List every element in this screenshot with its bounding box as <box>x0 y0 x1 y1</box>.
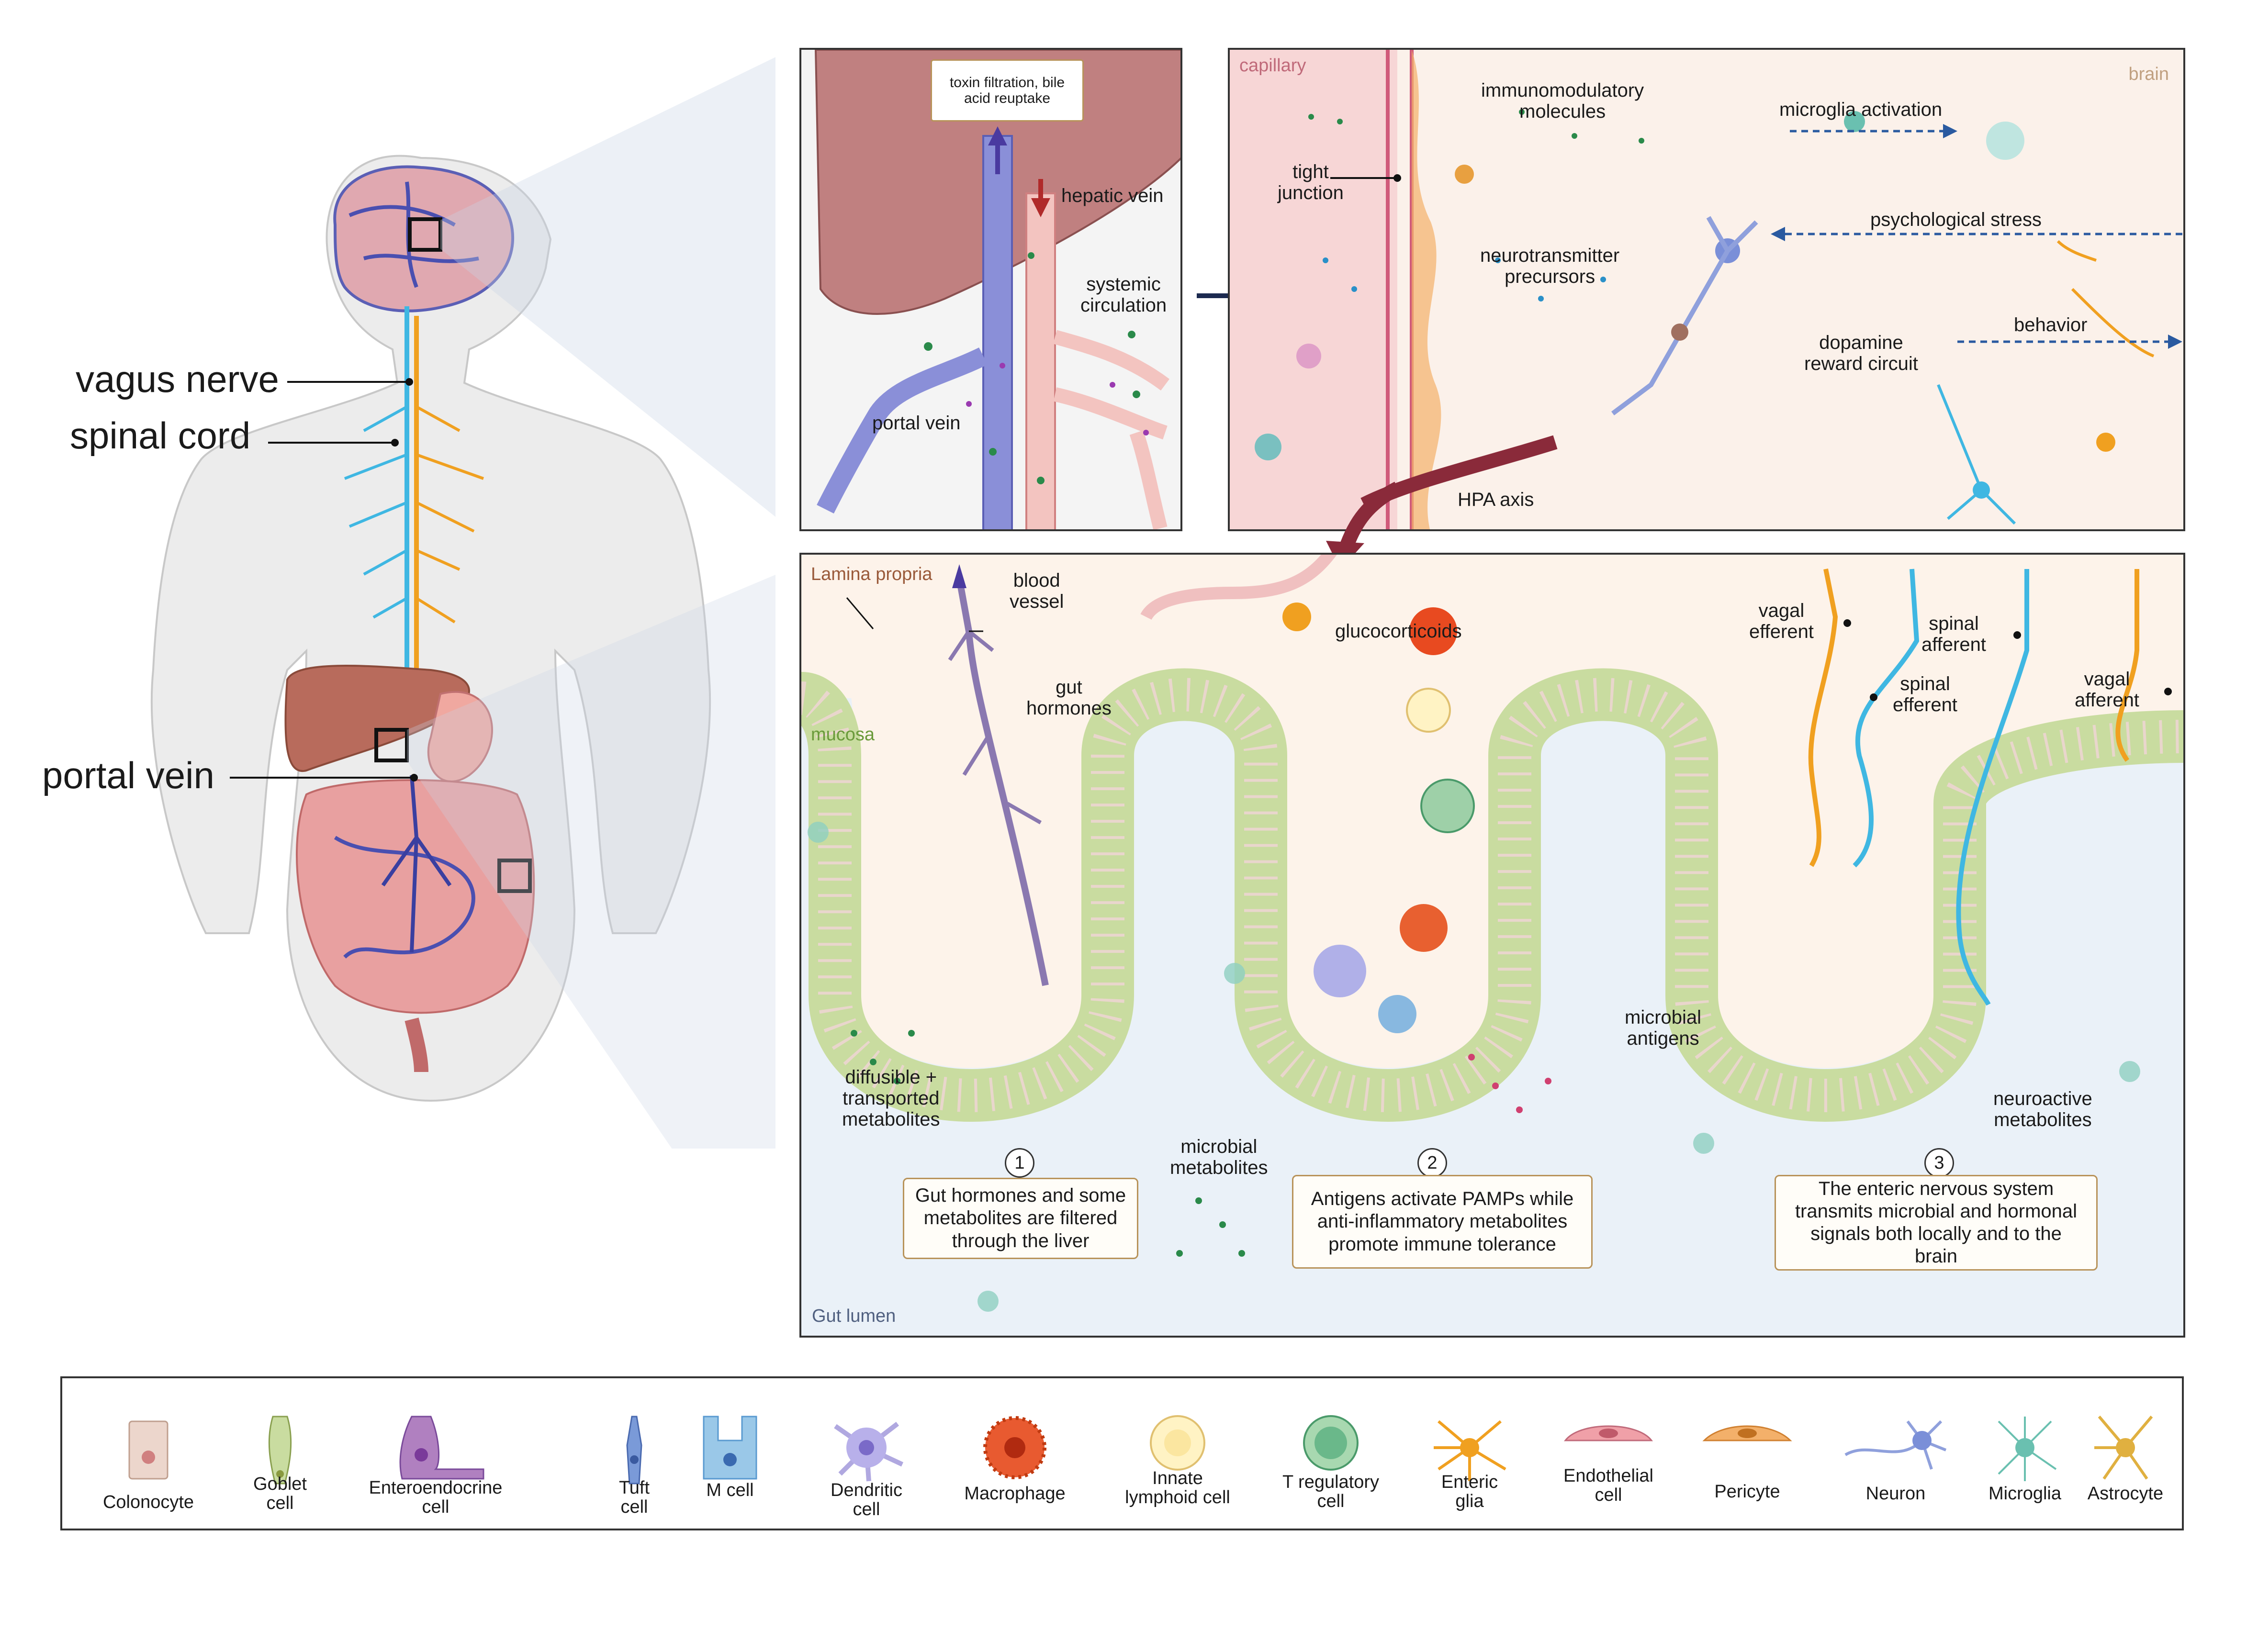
astrocyte-icon <box>2094 1416 2153 1480</box>
immunomodulatory-label: immunomodulatory molecules <box>1481 80 1644 122</box>
legend-label-enteroendocrine-cell: Enteroendocrine cell <box>369 1478 503 1517</box>
legend-label-enteric-glia: Enteric glia <box>1441 1472 1498 1511</box>
legend-item-dendritic-cell: Dendritic cell <box>814 1378 919 1529</box>
portal-vein-panel-label: portal vein <box>872 413 961 434</box>
legend-label-neuron: Neuron <box>1865 1484 1926 1504</box>
liver-vessels-illustration <box>814 50 1180 529</box>
legend-label-goblet-cell: Goblet cell <box>253 1474 307 1513</box>
microglia-icon <box>1998 1417 2057 1481</box>
vagus-nerve-label: vagus nerve <box>76 358 279 400</box>
legend-item-macrophage: Macrophage <box>962 1378 1067 1529</box>
vagal-afferent-label: vagal afferent <box>2075 669 2139 711</box>
endothelial-cell-icon <box>1563 1425 1653 1441</box>
legend-label-innate-lymphoid-cell: Innate lymphoid cell <box>1125 1468 1230 1507</box>
callout-number-2: 2 <box>1417 1148 1447 1178</box>
spinal-cord-label: spinal cord <box>70 414 251 457</box>
capillary-label: capillary <box>1239 56 1306 76</box>
lamina-propria-label: Lamina propria <box>811 564 933 584</box>
legend-label-m-cell: M cell <box>706 1480 754 1500</box>
portal-vein-body-label: portal vein <box>42 754 214 796</box>
callout-2-text: Antigens activate PAMPs while anti-infla… <box>1311 1188 1574 1255</box>
callout-3: The enteric nervous system transmits mic… <box>1775 1175 2098 1271</box>
diffusible-metabolites-label: diffusible + transported metabolites <box>842 1067 940 1130</box>
legend-item-microglia: Microglia <box>1977 1378 2073 1529</box>
macrophage-icon <box>983 1416 1046 1479</box>
neuroactive-metabolites-label: neuroactive metabolites <box>1993 1088 2092 1130</box>
legend-label-pericyte: Pericyte <box>1714 1482 1780 1502</box>
callout-2: Antigens activate PAMPs while anti-infla… <box>1292 1175 1593 1269</box>
microbial-antigens-label: microbial antigens <box>1625 1007 1702 1049</box>
t-regulatory-cell-icon <box>1303 1415 1359 1471</box>
gut-hormones-label: gut hormones <box>1026 677 1112 719</box>
legend-item-enteric-glia: Enteric glia <box>1422 1378 1517 1529</box>
legend-item-astrocyte: Astrocyte <box>2078 1378 2173 1529</box>
tight-junction-label: tight junction <box>1278 161 1344 203</box>
callout-number-1: 1 <box>1005 1148 1034 1178</box>
spinal-efferent-label: spinal efferent <box>1893 673 1957 715</box>
callout-1-text: Gut hormones and some metabolites are fi… <box>915 1185 1126 1251</box>
enteroendocrine-cell-icon <box>399 1416 484 1480</box>
pericyte-icon <box>1702 1425 1792 1441</box>
microglia-activation-label: microglia activation <box>1779 99 1943 120</box>
neuron-icon <box>1844 1420 1947 1470</box>
legend-item-endothelial-cell: Endothelial cell <box>1551 1378 1666 1529</box>
gut-epithelium-illustration <box>801 555 2183 1312</box>
legend-label-astrocyte: Astrocyte <box>2087 1484 2164 1504</box>
human-body-illustration <box>150 45 799 1335</box>
tuft-cell-icon <box>626 1416 642 1485</box>
spinal-afferent-label: spinal afferent <box>1921 613 1986 655</box>
innate-lymphoid-cell-icon <box>1150 1415 1205 1471</box>
legend-label-tuft-cell: Tuft cell <box>618 1478 650 1517</box>
body-figure <box>0 0 799 1335</box>
legend-label-macrophage: Macrophage <box>964 1484 1066 1504</box>
brain-label: brain <box>2128 64 2169 84</box>
colonocyte-icon <box>128 1420 169 1480</box>
mucosa-label: mucosa <box>811 725 875 745</box>
callout-1: Gut hormones and some metabolites are fi… <box>903 1178 1138 1259</box>
systemic-circulation-label: systemic circulation <box>1080 274 1167 316</box>
dendritic-cell-icon <box>834 1422 904 1482</box>
behavior-label: behavior <box>2014 314 2088 335</box>
toxin-box: toxin filtration, bile acid reuptake <box>931 59 1084 122</box>
brain-panel: capillary brain immunomodulatory molecul… <box>1228 48 2185 531</box>
legend-label-microglia: Microglia <box>1988 1484 2062 1504</box>
neurotransmitter-precursors-label: neurotransmitter precursors <box>1480 245 1620 287</box>
legend-item-enteroendocrine-cell: Enteroendocrine cell <box>369 1378 503 1529</box>
microbial-metabolites-label: microbial metabolites <box>1170 1136 1268 1178</box>
goblet-cell-icon <box>268 1416 292 1485</box>
legend-item-colonocyte: Colonocyte <box>101 1378 196 1529</box>
legend-item-innate-lymphoid-cell: Innate lymphoid cell <box>1115 1378 1240 1529</box>
legend-item-tuft-cell: Tuft cell <box>603 1378 665 1529</box>
liver-panel: toxin filtration, bile acid reuptake hep… <box>799 48 1182 531</box>
enteric-glia-icon <box>1434 1420 1506 1481</box>
blood-brain-barrier-illustration <box>1230 50 2182 529</box>
legend-item-neuron: Neuron <box>1838 1378 1953 1529</box>
legend-item-goblet-cell: Goblet cell <box>244 1378 316 1529</box>
legend-label-endothelial-cell: Endothelial cell <box>1563 1466 1654 1505</box>
psychological-stress-label: psychological stress <box>1870 209 2042 230</box>
hepatic-vein-label: hepatic vein <box>1061 185 1164 206</box>
hpa-axis-label: HPA axis <box>1458 489 1534 510</box>
blood-vessel-label: blood vessel <box>1010 570 1064 612</box>
legend-item-m-cell: M cell <box>689 1378 771 1529</box>
legend-label-colonocyte: Colonocyte <box>102 1492 194 1512</box>
cell-legend: Colonocyte Goblet cell Enteroendocrine c… <box>60 1376 2184 1530</box>
toxin-box-text: toxin filtration, bile acid reuptake <box>949 75 1065 106</box>
legend-item-t-regulatory-cell: T regulatory cell <box>1273 1378 1388 1529</box>
dopamine-reward-label: dopamine reward circuit <box>1804 332 1918 374</box>
legend-label-t-regulatory-cell: T regulatory cell <box>1282 1472 1380 1511</box>
callout-3-text: The enteric nervous system transmits mic… <box>1795 1178 2078 1267</box>
callout-number-3: 3 <box>1924 1148 1954 1178</box>
m-cell-icon <box>703 1416 757 1480</box>
legend-item-pericyte: Pericyte <box>1695 1378 1800 1529</box>
glucocorticoids-label: glucocorticoids <box>1335 621 1462 642</box>
vagal-efferent-label: vagal efferent <box>1749 600 1814 642</box>
legend-label-dendritic-cell: Dendritic cell <box>831 1480 902 1519</box>
gut-panel: Lamina propria mucosa Gut lumen blood ve… <box>799 553 2185 1338</box>
gut-lumen-label: Gut lumen <box>812 1306 896 1326</box>
